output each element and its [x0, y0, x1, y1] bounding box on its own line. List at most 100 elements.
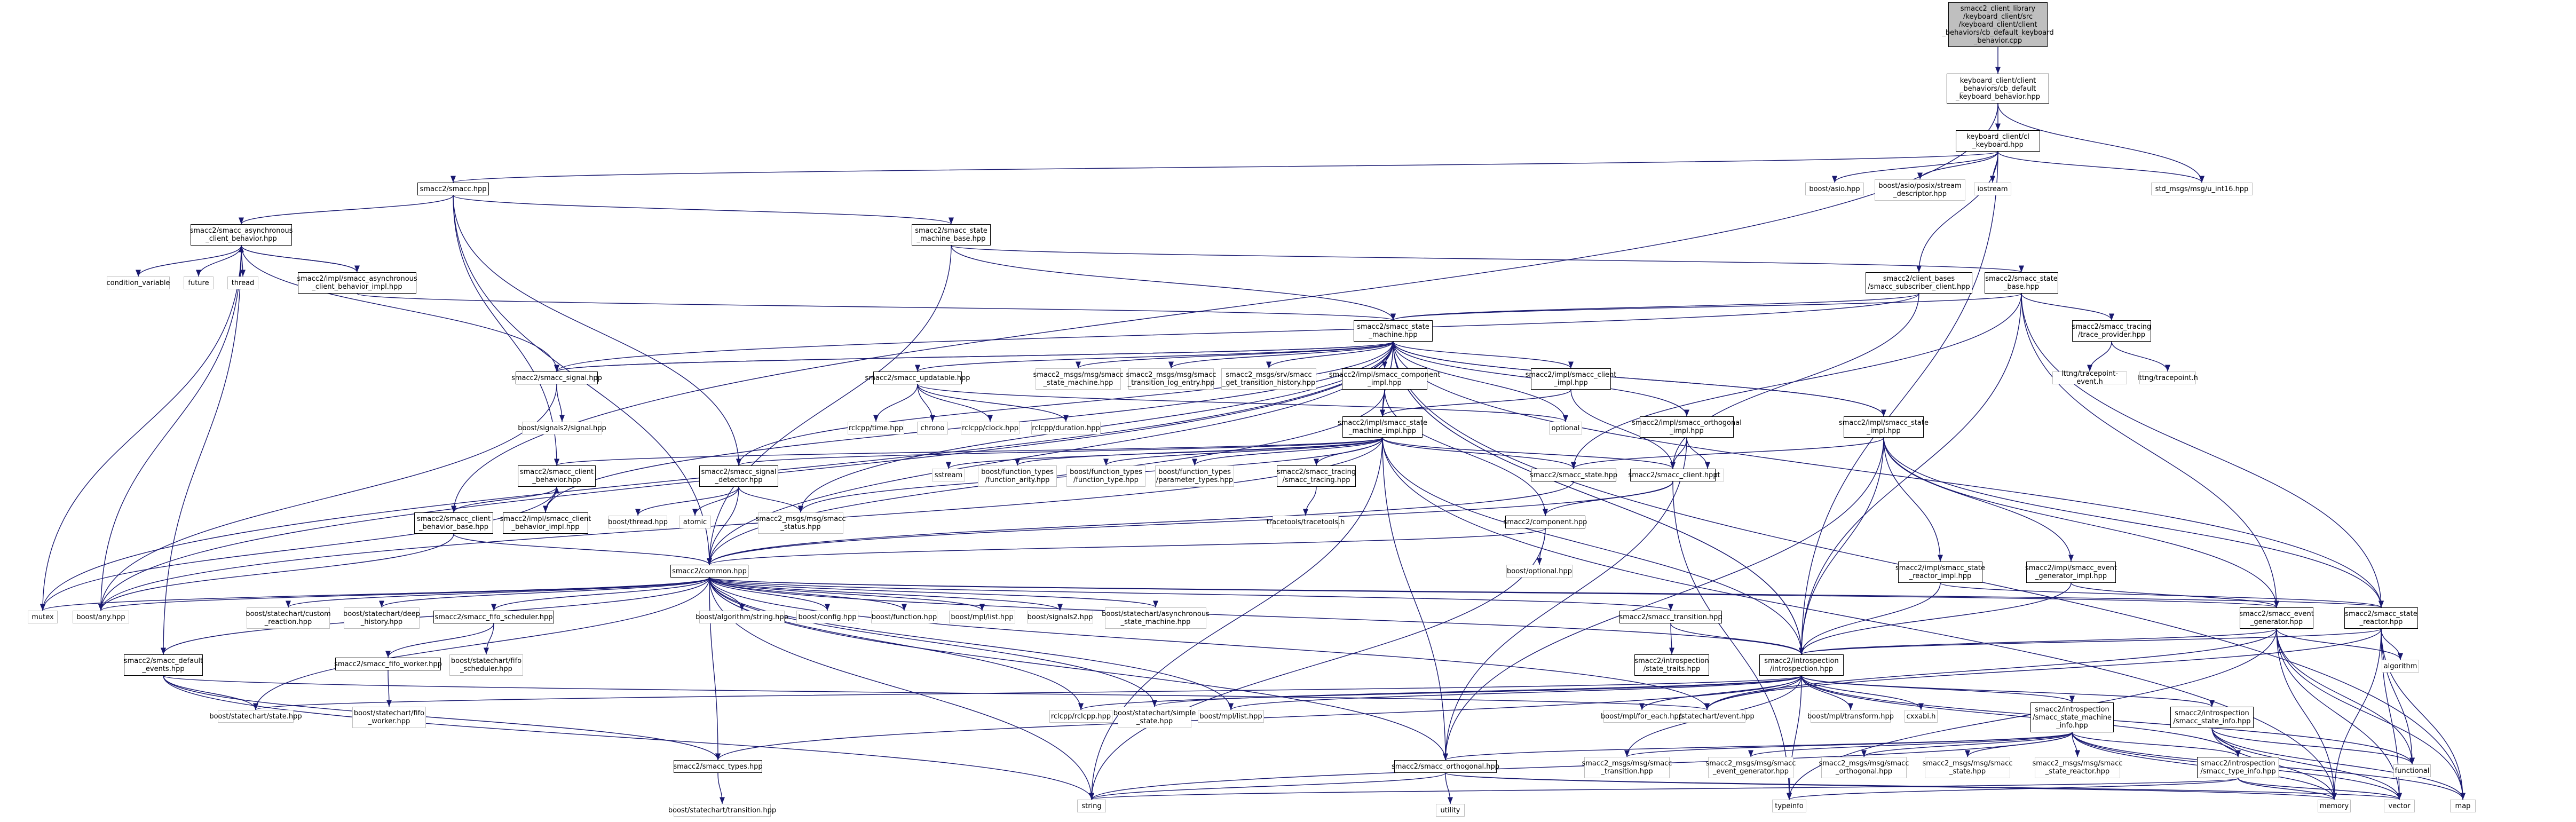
node-vector[interactable]: vector [2384, 800, 2415, 812]
node-rclcpp-clock-hpp[interactable]: rclcpp/clock.hpp [961, 422, 1020, 434]
node-smacc-state-info-hpp[interactable]: smacc2/introspection /smacc_state_info.h… [2170, 707, 2254, 728]
node-sc-simple-state-hpp[interactable]: boost/statechart/simple _state.hpp [1113, 707, 1196, 728]
node-msg-smacc-status[interactable]: smacc2_msgs/msg/smacc _status.hpp [755, 512, 846, 534]
node-smacc-signal-hpp[interactable]: smacc2/smacc_signal.hpp [511, 372, 602, 384]
node-typeinfo[interactable]: typeinfo [1772, 800, 1806, 812]
node-boost-any-hpp[interactable]: boost/any.hpp [73, 611, 129, 623]
node-smacc-fifo-worker-hpp[interactable]: smacc2/smacc_fifo_worker.hpp [334, 658, 442, 670]
node-function-arity-hpp[interactable]: boost/function_types /function_arity.hpp [978, 465, 1057, 487]
node-smacc-client-impl-hpp[interactable]: smacc2/impl/smacc_client _impl.hpp [1526, 368, 1616, 390]
node-smacc-client-behavior-base-hpp[interactable]: smacc2/smacc_client _behavior_base.hpp [414, 512, 493, 534]
node-msg-smacc-event-generator[interactable]: smacc2_msgs/msg/smacc _event_generator.h… [1705, 757, 1796, 778]
node-trace-provider-hpp[interactable]: smacc2/smacc_tracing /trace_provider.hpp [2072, 320, 2151, 342]
node-smacc-signal-detector-hpp[interactable]: smacc2/smacc_signal _detector.hpp [699, 465, 778, 487]
node-state-traits-hpp[interactable]: smacc2/introspection /state_traits.hpp [1634, 654, 1709, 676]
node-sc-fifo-worker-hpp[interactable]: boost/statechart/fifo _worker.hpp [352, 707, 426, 728]
node-function-type-hpp[interactable]: boost/function_types /function_type.hpp [1066, 465, 1145, 487]
node-lttng-tracepoint-h[interactable]: lttng/tracepoint.h [2137, 372, 2198, 384]
node-mutex[interactable]: mutex [28, 611, 58, 623]
node-smacc-type-info-hpp[interactable]: smacc2/introspection /smacc_type_info.hp… [2197, 757, 2279, 778]
node-smacc-state-machine-base-hpp[interactable]: smacc2/smacc_state _machine_base.hpp [912, 224, 991, 246]
node-boost-optional-hpp[interactable]: boost/optional.hpp [1506, 565, 1573, 578]
node-smacc-fifo-scheduler-hpp[interactable]: smacc2/smacc_fifo_scheduler.hpp [433, 611, 554, 623]
node-posix-stream-descriptor-hpp[interactable]: boost/asio/posix/stream _descriptor.hpp [1875, 179, 1965, 201]
node-rclcpp-time-hpp[interactable]: rclcpp/time.hpp [848, 422, 904, 434]
node-std-msgs-u-int16-hpp[interactable]: std_msgs/msg/u_int16.hpp [2151, 183, 2253, 195]
node-optional[interactable]: optional [1549, 422, 1582, 434]
node-smacc-component-impl-hpp[interactable]: smacc2/impl/smacc_component _impl.hpp [1329, 368, 1440, 390]
node-smacc-asynchronous-client-behavior-impl-hpp[interactable]: smacc2/impl/smacc_asynchronous _client_b… [297, 272, 417, 294]
node-boost-function-hpp[interactable]: boost/function.hpp [871, 611, 937, 623]
node-sc-fifo-scheduler-hpp[interactable]: boost/statechart/fifo _scheduler.hpp [449, 654, 523, 676]
node-boost-thread-hpp[interactable]: boost/thread.hpp [608, 516, 668, 528]
node-smacc-transition-hpp[interactable]: smacc2/smacc_transition.hpp [1619, 611, 1722, 623]
node-atomic[interactable]: atomic [679, 516, 711, 528]
node-cb-default-keyboard-behavior-hpp[interactable]: keyboard_client/client _behaviors/cb_def… [1947, 74, 2049, 104]
node-parameter-types-hpp[interactable]: boost/function_types /parameter_types.hp… [1155, 465, 1234, 487]
node-smacc-state-reactor-impl-hpp[interactable]: smacc2/impl/smacc_state _reactor_impl.hp… [1895, 562, 1985, 583]
node-sc-transition-hpp[interactable]: boost/statechart/transition.hpp [668, 804, 776, 817]
node-future[interactable]: future [184, 276, 214, 289]
node-smacc-hpp[interactable]: smacc2/smacc.hpp [417, 183, 489, 195]
node-smacc-default-events-hpp[interactable]: smacc2/smacc_default _events.hpp [124, 654, 203, 676]
node-smacc-subscriber-client-hpp[interactable]: smacc2/client_bases /smacc_subscriber_cl… [1866, 272, 1972, 294]
node-utility[interactable]: utility [1436, 804, 1465, 817]
node-sc-event-hpp[interactable]: boost/statechart/event.hpp [1660, 710, 1755, 723]
node-msg-smacc-orthogonal[interactable]: smacc2_msgs/msg/smacc _orthogonal.hpp [1819, 757, 1909, 778]
node-iostream[interactable]: iostream [1974, 183, 2011, 195]
node-common-hpp[interactable]: smacc2/common.hpp [670, 565, 748, 578]
node-smacc-client-hpp[interactable]: smacc2/smacc_client.hpp [1628, 469, 1718, 481]
node-smacc-client-behavior-impl-hpp[interactable]: smacc2/impl/smacc_client _behavior_impl.… [500, 512, 591, 534]
node-msg-transition-log-entry[interactable]: smacc2_msgs/msg/smacc _transition_log_en… [1126, 368, 1216, 390]
node-smacc-state-machine-info-hpp[interactable]: smacc2/introspection /smacc_state_machin… [2030, 702, 2114, 732]
node-boost-mpl-list-hpp-2[interactable]: boost/mpl/list.hpp [1198, 710, 1264, 723]
node-smacc-updatable-hpp[interactable]: smacc2/smacc_updatable.hpp [865, 372, 970, 384]
node-smacc-state-impl-hpp[interactable]: smacc2/impl/smacc_state _impl.hpp [1839, 416, 1929, 438]
node-thread[interactable]: thread [227, 276, 258, 289]
node-smacc-orthogonal-impl-hpp[interactable]: smacc2/impl/smacc_orthogonal _impl.hpp [1632, 416, 1742, 438]
node-smacc-types-hpp[interactable]: smacc2/smacc_types.hpp [673, 760, 763, 773]
node-chrono[interactable]: chrono [917, 422, 948, 434]
node-sc-asynchronous-state-machine-hpp[interactable]: boost/statechart/asynchronous _state_mac… [1102, 607, 1210, 629]
node-boost-config-hpp[interactable]: boost/config.hpp [796, 611, 858, 623]
node-boost-asio-hpp[interactable]: boost/asio.hpp [1805, 183, 1864, 195]
node-cb-default-keyboard-behavior-cpp[interactable]: smacc2_client_library /keyboard_client/s… [1942, 2, 2054, 47]
node-smacc-state-base-hpp[interactable]: smacc2/smacc_state _base.hpp [1985, 272, 2058, 294]
node-lttng-tracepoint-event-h[interactable]: lttng/tracepoint-event.h [2052, 370, 2127, 386]
node-smacc-tracing-hpp[interactable]: smacc2/smacc_tracing /smacc_tracing.hpp [1277, 465, 1356, 487]
node-smacc-state-reactor-hpp[interactable]: smacc2/smacc_state _reactor.hpp [2344, 607, 2418, 629]
node-sc-state-hpp[interactable]: boost/statechart/state.hpp [209, 710, 302, 723]
node-string[interactable]: string [1077, 800, 1106, 812]
node-boost-signals2-hpp[interactable]: boost/signals2.hpp [1027, 611, 1093, 623]
node-map[interactable]: map [2450, 800, 2476, 812]
node-smacc-client-behavior-hpp[interactable]: smacc2/smacc_client _behavior.hpp [518, 465, 596, 487]
node-boost-mpl-list-hpp[interactable]: boost/mpl/list.hpp [949, 611, 1015, 623]
node-component-hpp[interactable]: smacc2/component.hpp [1504, 516, 1587, 528]
node-smacc-orthogonal-hpp[interactable]: smacc2/smacc_orthogonal.hpp [1392, 760, 1499, 773]
node-smacc-asynchronous-client-behavior-hpp[interactable]: smacc2/smacc_asynchronous _client_behavi… [190, 224, 293, 246]
node-msg-smacc-state-reactor[interactable]: smacc2_msgs/msg/smacc _state_reactor.hpp [2032, 757, 2123, 778]
node-rclcpp-duration-hpp[interactable]: rclcpp/duration.hpp [1031, 422, 1101, 434]
node-condition-variable[interactable]: condition_variable [106, 276, 170, 289]
node-memory[interactable]: memory [2318, 800, 2351, 812]
node-smacc-state-hpp[interactable]: smacc2/smacc_state.hpp [1530, 469, 1617, 481]
node-smacc-state-machine-hpp[interactable]: smacc2/smacc_state _machine.hpp [1354, 320, 1433, 342]
node-boost-algorithm-string-hpp[interactable]: boost/algorithm/string.hpp [696, 611, 788, 623]
node-smacc-state-machine-impl-hpp[interactable]: smacc2/impl/smacc_state _machine_impl.hp… [1338, 416, 1427, 438]
node-tracetools-h[interactable]: tracetools/tracetools.h [1267, 516, 1345, 528]
node-srv-get-transition-history[interactable]: smacc2_msgs/srv/smacc _get_transition_hi… [1221, 368, 1316, 390]
node-msg-smacc-state-machine[interactable]: smacc2_msgs/msg/smacc _state_machine.hpp [1033, 368, 1124, 390]
node-sstream[interactable]: sstream [932, 469, 965, 481]
node-introspection-hpp[interactable]: smacc2/introspection /introspection.hpp [1759, 654, 1844, 676]
node-boost-mpl-for-each-hpp[interactable]: boost/mpl/for_each.hpp [1601, 710, 1683, 723]
node-algorithm[interactable]: algorithm [2382, 660, 2419, 673]
node-sc-custom-reaction-hpp[interactable]: boost/statechart/custom _reaction.hpp [246, 607, 331, 629]
node-cl-keyboard-hpp[interactable]: keyboard_client/cl _keyboard.hpp [1956, 130, 2040, 152]
node-rclcpp-rclcpp-hpp[interactable]: rclcpp/rclcpp.hpp [1049, 710, 1112, 723]
node-functional[interactable]: functional [2393, 764, 2431, 777]
node-smacc-event-generator-hpp[interactable]: smacc2/smacc_event _generator.hpp [2239, 607, 2314, 629]
node-smacc-event-generator-impl-hpp[interactable]: smacc2/impl/smacc_event _generator_impl.… [2025, 562, 2117, 583]
node-msg-smacc-transition[interactable]: smacc2_msgs/msg/smacc _transition.hpp [1582, 757, 1672, 778]
node-sc-deep-history-hpp[interactable]: boost/statechart/deep _history.hpp [343, 607, 420, 629]
node-boost-signals2-signal-hpp[interactable]: boost/signals2/signal.hpp [518, 422, 606, 434]
